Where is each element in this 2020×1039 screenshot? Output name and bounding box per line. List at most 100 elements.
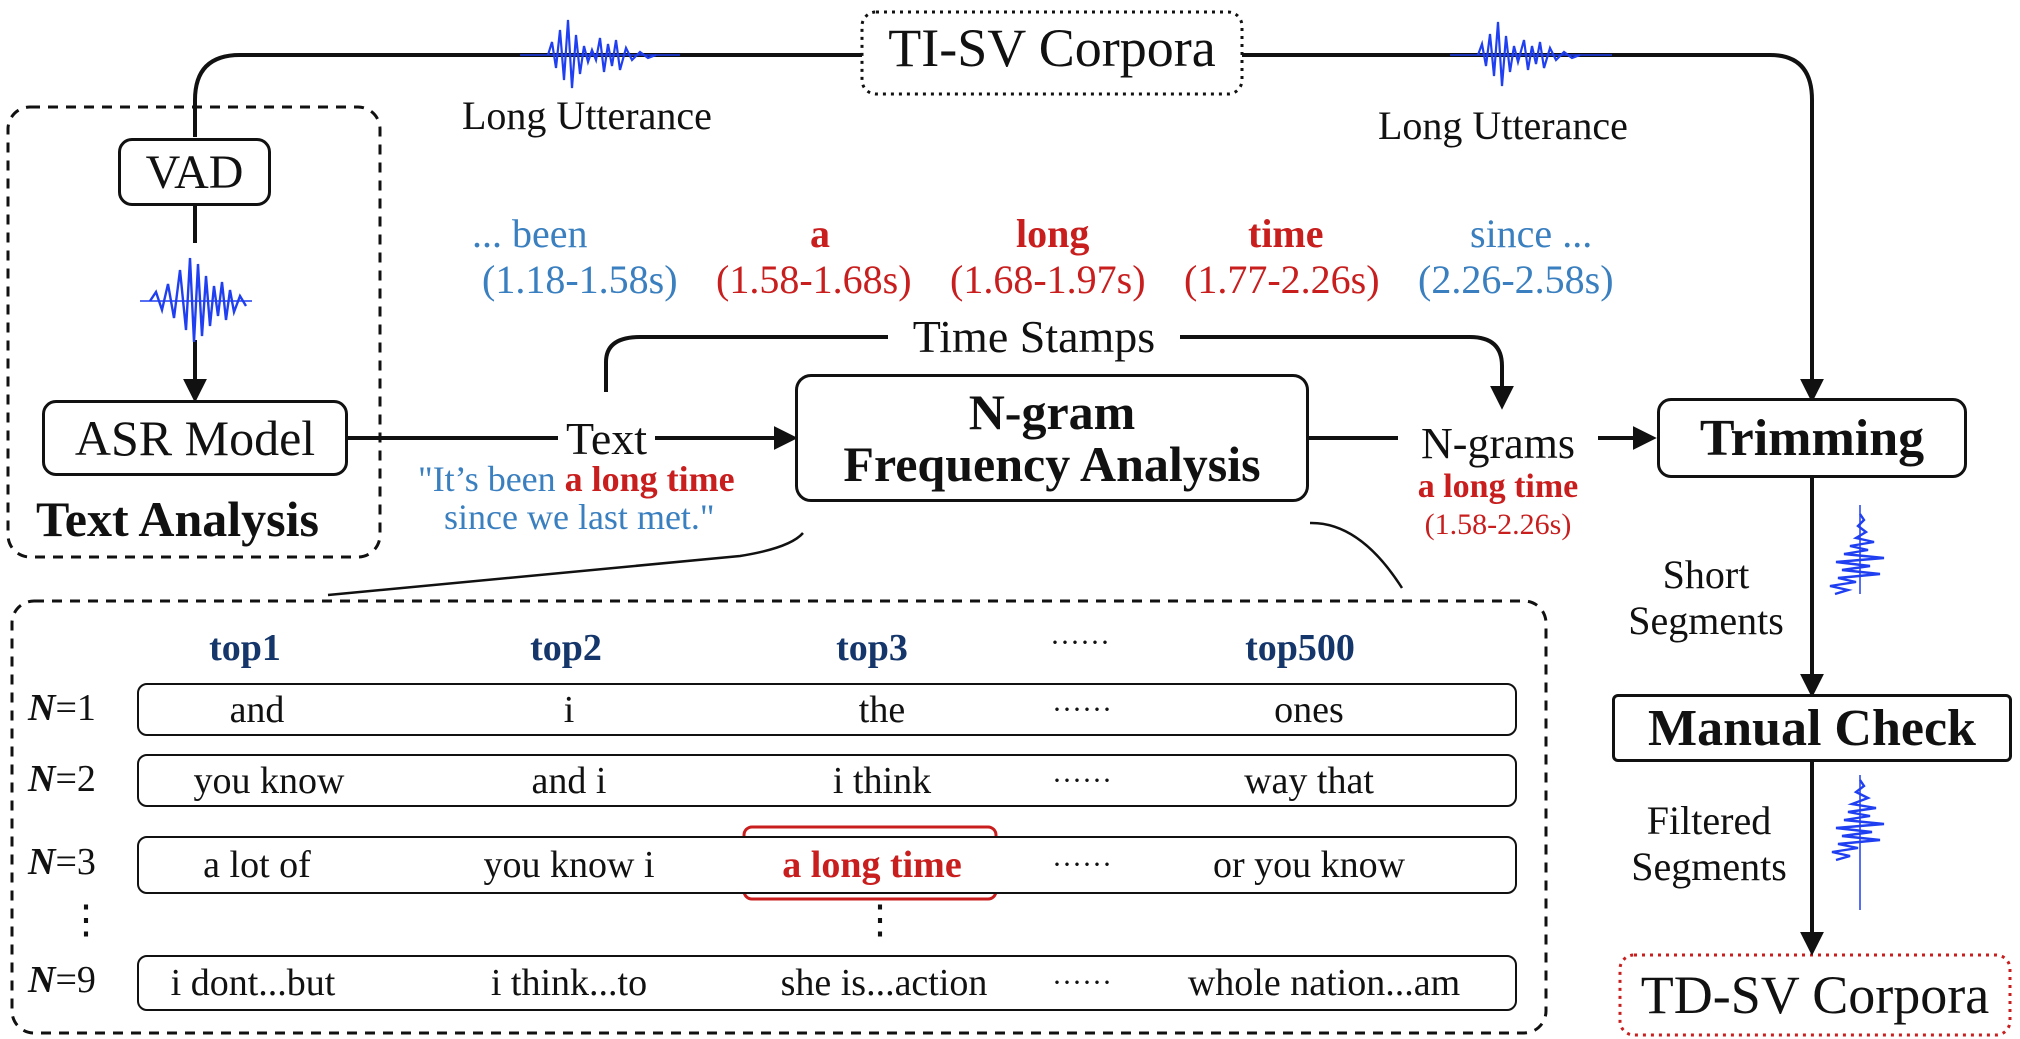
table-cell: i dont...but — [170, 962, 336, 1004]
ngram-table-region — [10, 599, 1548, 1035]
row-vdots-left: ⋮ — [66, 897, 106, 942]
word-5-time: (2.26-2.58s) — [1418, 257, 1614, 302]
top-flow-line-left — [193, 53, 862, 137]
row-label-n9: N=9 — [28, 958, 96, 1002]
filtered-segments-label: Filtered Segments — [1614, 798, 1804, 890]
short-label: Short — [1662, 552, 1750, 597]
table-cell-ellipsis: ······ — [1052, 692, 1112, 726]
table-header-ellipsis: ······ — [1050, 626, 1110, 659]
vad-label: VAD — [145, 145, 244, 199]
table-cell: and i — [531, 759, 607, 802]
word-3-time: (1.68-1.97s) — [950, 257, 1146, 302]
table-row: i dont...but i think...to she is...actio… — [137, 955, 1517, 1011]
ngrams-label: N-grams — [1421, 419, 1575, 468]
word-4: time — [1248, 211, 1324, 256]
table-cell: i think...to — [490, 962, 648, 1004]
table-row: and i the ······ ones — [137, 683, 1517, 736]
top-flow-line-right — [1242, 53, 1824, 403]
short-segments-label: Short Segments — [1618, 552, 1794, 644]
ngram-title-line2: Frequency Analysis — [843, 436, 1261, 492]
long-utterance-label-right: Long Utterance — [1378, 103, 1628, 148]
table-cell: i think — [832, 759, 932, 802]
time-stamps-arc — [604, 335, 888, 392]
zoom-line-right — [1309, 521, 1404, 589]
filtered-label: Filtered — [1646, 798, 1772, 843]
row-label-n3: N=3 — [28, 840, 96, 884]
table-row: you know and i i think ······ way that — [137, 754, 1517, 807]
eq-sign: = — [55, 758, 77, 800]
word-2-time: (1.58-1.68s) — [716, 257, 912, 302]
target-corpora-frame — [1618, 953, 2012, 1037]
target-corpora-label: TD-SV Corpora — [1640, 965, 1990, 1025]
table-cell: a lot of — [203, 844, 311, 886]
word-3: long — [1016, 211, 1090, 256]
n-symbol: N — [28, 687, 56, 729]
table-cell-highlight: a long time — [782, 844, 962, 886]
asr-model-box: ASR Model — [42, 400, 348, 476]
table-cell: ones — [1274, 688, 1344, 731]
table-row: a lot of you know i a long time ······ o… — [137, 836, 1517, 894]
ngrams-value: a long time — [1417, 468, 1579, 505]
n-value: 3 — [76, 841, 96, 883]
n-symbol: N — [28, 841, 56, 883]
n-symbol: N — [28, 959, 56, 1001]
table-cell-ellipsis: ······ — [1052, 966, 1112, 999]
table-cell: or you know — [1212, 844, 1406, 886]
text-quote-line1: "It’s been a long time — [418, 458, 735, 500]
table-header-top1: top1 — [209, 627, 281, 669]
source-corpora-label: TI-SV Corpora — [888, 18, 1216, 78]
ngram-title-line1: N-gram — [968, 384, 1136, 440]
table-cell: she is...action — [780, 962, 988, 1004]
eq-sign: = — [55, 959, 77, 1001]
waveform-icon-top-left — [520, 19, 680, 89]
asr-model-label: ASR Model — [74, 410, 316, 466]
table-header-top3: top3 — [836, 627, 908, 669]
eq-sign: = — [55, 687, 77, 729]
word-5: since ... — [1470, 211, 1593, 256]
row-label-n1: N=1 — [28, 686, 96, 730]
waveform-icon-short-segments — [1829, 505, 1885, 596]
time-stamps-label: Time Stamps — [888, 310, 1180, 363]
table-cell: and — [229, 688, 285, 731]
text-label: Text — [565, 413, 648, 464]
n-value: 9 — [76, 959, 96, 1001]
table-cell-ellipsis: ······ — [1052, 763, 1112, 797]
time-stamps-arrow — [1180, 335, 1514, 410]
manual-check-box: Manual Check — [1612, 694, 2012, 762]
zoom-line-left — [327, 532, 804, 597]
table-cell: you know i — [483, 844, 655, 886]
n-symbol: N — [28, 758, 56, 800]
waveform-icon-top-right — [1450, 21, 1612, 87]
word-1: ... been — [472, 211, 588, 256]
n-value: 2 — [76, 758, 96, 800]
table-cell: you know — [193, 759, 345, 802]
quote-highlight: a long time — [564, 459, 735, 499]
word-2: a — [810, 211, 830, 256]
ngram-frequency-box: N-gram Frequency Analysis — [795, 374, 1309, 502]
row-vdots-center: ⋮ — [860, 897, 900, 942]
long-utterance-label-left: Long Utterance — [462, 93, 712, 138]
word-4-time: (1.77-2.26s) — [1184, 257, 1380, 302]
manual-check-label: Manual Check — [1648, 699, 1976, 757]
waveform-icon-filtered-segments — [1831, 775, 1885, 910]
ngrams-time: (1.58-2.26s) — [1424, 508, 1572, 541]
text-analysis-label: Text Analysis — [36, 491, 319, 547]
text-quote-line2: since we last met." — [444, 497, 715, 537]
table-header-top500: top500 — [1245, 627, 1355, 669]
eq-sign: = — [55, 841, 77, 883]
table-cell: whole nation...am — [1187, 962, 1461, 1004]
table-cell-ellipsis: ······ — [1052, 848, 1112, 881]
table-cell: way that — [1244, 759, 1374, 802]
waveform-icon-vad — [140, 257, 252, 343]
filtered-segments-word: Segments — [1631, 844, 1787, 889]
table-cell: i — [563, 688, 575, 731]
trimming-label: Trimming — [1699, 409, 1925, 467]
row-label-n2: N=2 — [28, 757, 96, 801]
table-header-top2: top2 — [530, 627, 602, 669]
quote-pre: "It’s been — [418, 459, 556, 499]
table-cell: the — [858, 688, 906, 731]
segments-label: Segments — [1628, 598, 1784, 643]
trimming-box: Trimming — [1657, 398, 1967, 478]
vad-box: VAD — [118, 138, 271, 206]
